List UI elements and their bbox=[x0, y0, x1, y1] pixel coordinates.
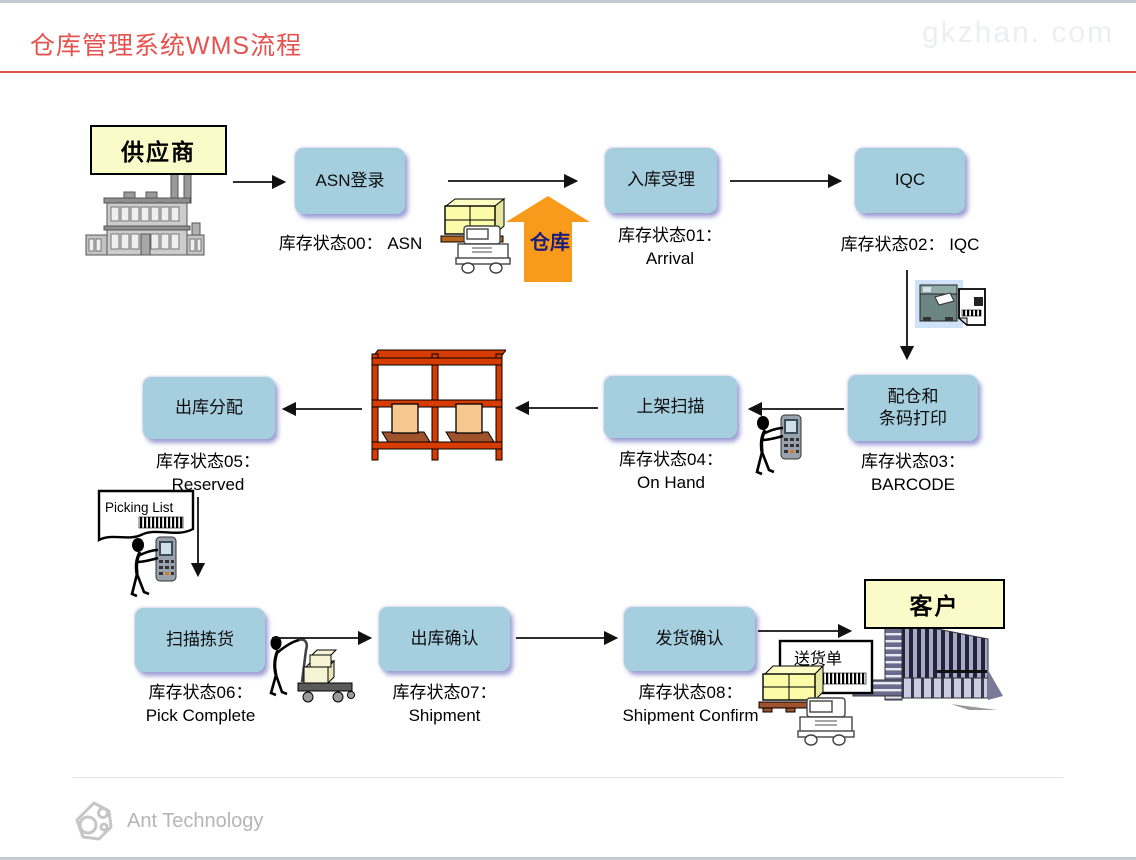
warehouse-label: 仓库 bbox=[529, 230, 570, 254]
status-line1: 库存状态01： bbox=[618, 226, 722, 245]
status-line1: 库存状态02： IQC bbox=[840, 235, 980, 254]
title-divider bbox=[0, 71, 1136, 73]
supplier-label: 供应商 bbox=[121, 139, 196, 165]
status-line1: 库存状态03： bbox=[861, 452, 965, 471]
delivery-truck-icon bbox=[797, 697, 855, 746]
step-inbound-box: 入库受理 bbox=[605, 148, 717, 213]
truck-with-boxes-icon bbox=[440, 197, 511, 274]
step-iqc-box: IQC bbox=[855, 148, 965, 213]
top-window-bar bbox=[0, 0, 1136, 3]
worker-scanner-icon bbox=[130, 536, 177, 598]
step-label: 出库确认 bbox=[410, 628, 479, 648]
picking-list-label: Picking List bbox=[105, 500, 174, 515]
warehouse-arrow-icon: 仓库 bbox=[506, 196, 590, 282]
step-scan-pick-box: 扫描拣货 bbox=[135, 608, 265, 672]
customer-node: 客户 bbox=[864, 579, 1005, 629]
status-00: 库存状态00： ASN bbox=[263, 233, 438, 256]
step-label: 扫描拣货 bbox=[166, 629, 234, 649]
page-title: 仓库管理系统WMS流程 bbox=[30, 32, 303, 60]
bottom-window-bar bbox=[0, 857, 1136, 860]
customer-label: 客户 bbox=[909, 593, 960, 619]
footer-divider bbox=[73, 777, 1063, 778]
step-barcode-print-box: 配仓和 条码打印 bbox=[848, 375, 978, 441]
picking-list-document: Picking List bbox=[97, 489, 195, 543]
step-label: 入库受理 bbox=[627, 170, 695, 190]
step-outbound-allocate-box: 出库分配 bbox=[143, 377, 275, 439]
step-putaway-scan-box: 上架扫描 bbox=[604, 376, 737, 438]
step-label-line2: 条码打印 bbox=[879, 409, 947, 428]
barcode-printer-icon bbox=[915, 280, 986, 328]
status-03: 库存状态03： BARCODE bbox=[843, 451, 983, 497]
storage-rack-icon bbox=[371, 349, 506, 461]
status-line2: Reserved bbox=[171, 474, 245, 494]
status-08: 库存状态08： Shipment Confirm bbox=[603, 682, 778, 728]
status-line1: 库存状态05： bbox=[156, 452, 260, 471]
status-line2: Shipment bbox=[408, 705, 481, 725]
factory-icon bbox=[85, 165, 205, 256]
status-line1: 库存状态04： bbox=[619, 450, 723, 469]
step-label: ASN登录 bbox=[315, 170, 385, 190]
status-05: 库存状态05： Reserved bbox=[133, 451, 283, 497]
step-label: 出库分配 bbox=[175, 397, 243, 417]
brand-name: Ant Technology bbox=[127, 810, 264, 832]
status-line1: 库存状态00： ASN bbox=[278, 234, 423, 253]
worker-scanner-icon bbox=[755, 414, 802, 476]
step-label: 上架扫描 bbox=[636, 396, 705, 416]
step-asn-box: ASN登录 bbox=[295, 148, 405, 214]
step-label: IQC bbox=[894, 170, 926, 190]
step-label: 发货确认 bbox=[655, 628, 724, 648]
step-ship-confirm-box: 发货确认 bbox=[624, 607, 755, 671]
status-line2: BARCODE bbox=[870, 474, 956, 494]
status-04: 库存状态04： On Hand bbox=[597, 449, 745, 495]
delivery-note-label: 送货单 bbox=[794, 650, 842, 668]
step-label: 配仓和 bbox=[887, 386, 939, 406]
status-line1: 库存状态07： bbox=[392, 683, 497, 702]
status-line2: On Hand bbox=[636, 472, 706, 492]
status-line1: 库存状态08： bbox=[638, 683, 743, 702]
status-line2: Pick Complete bbox=[145, 705, 256, 725]
status-06: 库存状态06： Pick Complete bbox=[118, 682, 283, 728]
status-line1: 库存状态06： bbox=[148, 683, 253, 702]
status-02: 库存状态02： IQC bbox=[820, 234, 1000, 257]
status-line2: Shipment Confirm bbox=[622, 705, 759, 725]
status-01: 库存状态01： Arrival bbox=[600, 225, 740, 271]
supplier-node: 供应商 bbox=[90, 125, 227, 175]
status-line2: Arrival bbox=[645, 248, 695, 268]
ant-technology-logo bbox=[75, 801, 113, 841]
worker-cart-icon bbox=[269, 636, 356, 703]
status-07: 库存状态07： Shipment bbox=[372, 682, 517, 728]
watermark-text: gkzhan. com bbox=[922, 16, 1115, 49]
step-outbound-confirm-box: 出库确认 bbox=[379, 607, 510, 671]
